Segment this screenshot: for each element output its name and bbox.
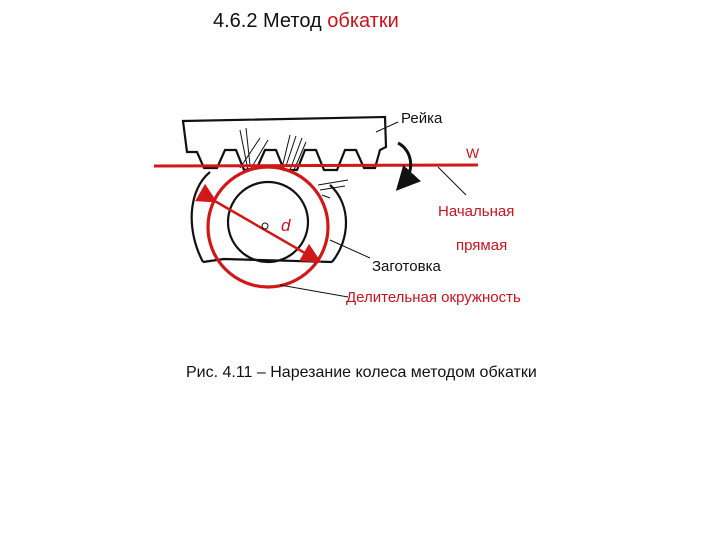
slide-title: 4.6.2 Метод обкатки <box>213 10 399 33</box>
label-diameter: d <box>281 216 291 235</box>
label-w: W <box>466 145 480 161</box>
title-prefix: 4.6.2 Метод <box>213 10 322 32</box>
label-pitch-line-2: прямая <box>456 237 508 254</box>
figure-caption: Рис. 4.11 – Нарезание колеса методом обк… <box>186 364 537 381</box>
rack <box>181 115 388 172</box>
rotation-arrow-icon <box>395 141 421 191</box>
label-pitch-circle: Делительная окружность <box>346 289 521 306</box>
title-accent: обкатки <box>327 10 399 32</box>
chip-lines <box>239 127 349 199</box>
label-pitch-line-1: Начальная <box>438 203 515 220</box>
label-rack: Рейка <box>401 110 443 127</box>
diameter-arrow-icon <box>195 183 322 263</box>
bore-circle <box>226 180 310 264</box>
label-blank: Заготовка <box>372 258 441 275</box>
pitch-line <box>153 163 479 168</box>
